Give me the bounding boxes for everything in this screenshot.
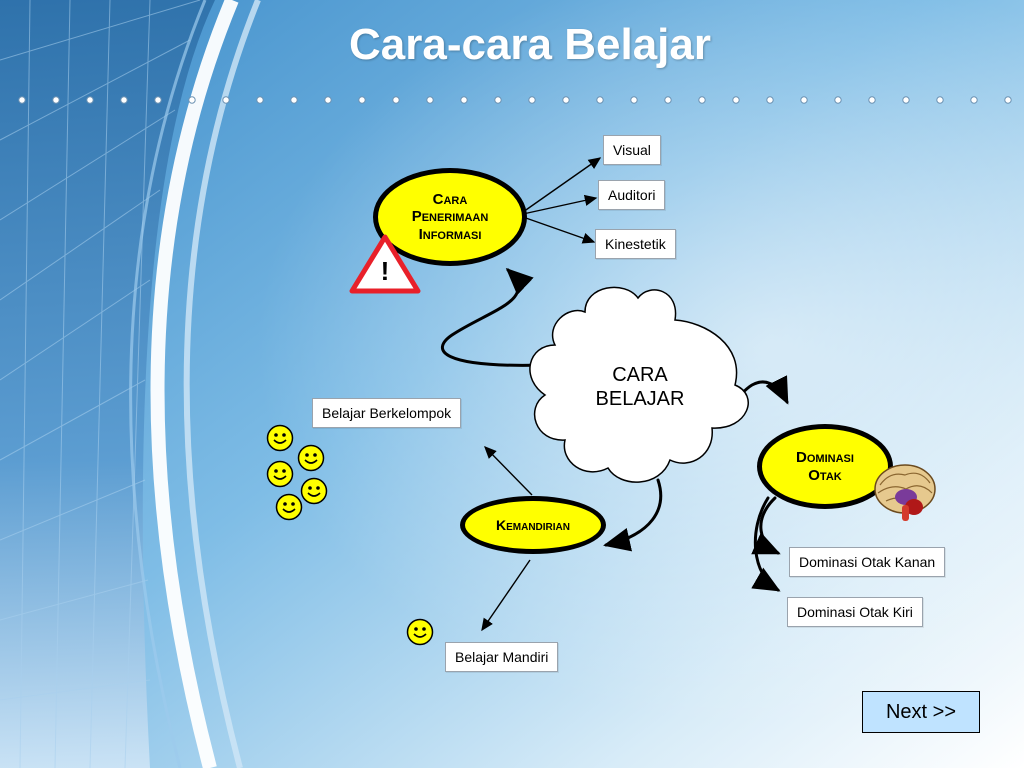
divider-dot: [732, 96, 740, 104]
divider-dot: [902, 96, 910, 104]
node-dominasi-otak-line1: Dominasi: [796, 449, 854, 467]
node-cara-penerimaan-informasi: Cara Penerimaan Informasi: [373, 168, 527, 266]
curve-to-cara-penerimaan: [441, 267, 547, 367]
node-kemandirian: Kemandirian: [460, 496, 606, 554]
slide-title: Cara-cara Belajar: [348, 20, 711, 69]
divider-dot: [324, 96, 332, 104]
divider-dot: [698, 96, 706, 104]
box-kinestetik: Kinestetik: [595, 229, 676, 259]
node-kemandirian-label: Kemandirian: [496, 516, 570, 533]
curve-to-dominasi-otak-kanan: [751, 496, 781, 555]
smiley-icon: [406, 618, 434, 646]
divider-dot: [834, 96, 842, 104]
arrow-to-visual: [522, 157, 602, 213]
node-dominasi-otak-line2: Otak: [808, 466, 842, 484]
box-belajar-berkelompok: Belajar Berkelompok: [312, 398, 462, 428]
box-visual: Visual: [603, 135, 661, 165]
divider-dot: [664, 96, 672, 104]
arrow-to-kinestetik: [522, 216, 596, 244]
box-dominasi-otak-kanan: Dominasi Otak Kanan: [789, 547, 946, 577]
divider-dot: [562, 96, 570, 104]
curve-to-kemandirian: [603, 478, 663, 552]
arrow-to-auditori: [522, 194, 598, 215]
curve-to-dominasi-otak-kiri: [751, 496, 781, 592]
divider-dot: [222, 96, 230, 104]
warning-mark: !: [381, 256, 390, 286]
box-dominasi-otak-kiri: Dominasi Otak Kiri: [787, 597, 923, 627]
divider-dot: [290, 96, 298, 104]
divider-dot: [188, 96, 196, 104]
divider-dot: [630, 96, 638, 104]
divider-dot: [596, 96, 604, 104]
node-dominasi-otak: Dominasi Otak: [757, 424, 893, 509]
box-auditori: Auditori: [598, 180, 666, 210]
divider-dot: [358, 96, 366, 104]
cara-belajar-line1: CARA: [612, 364, 668, 386]
smiley-icon: [275, 493, 303, 521]
divider-dot: [970, 96, 978, 104]
smiley-icon: [266, 460, 294, 488]
divider-dot: [392, 96, 400, 104]
title-divider: [18, 96, 1012, 104]
divider-dot: [120, 96, 128, 104]
node-cara-penerimaan-line3: Informasi: [418, 225, 482, 243]
arrow-to-belajar-berkelompok: [484, 445, 533, 496]
next-button[interactable]: Next >>: [862, 691, 980, 733]
box-belajar-mandiri: Belajar Mandiri: [445, 642, 559, 672]
divider-dot: [800, 96, 808, 104]
divider-dot: [52, 96, 60, 104]
divider-dot: [868, 96, 876, 104]
divider-dot: [936, 96, 944, 104]
node-cara-penerimaan-line2: Penerimaan: [411, 208, 489, 226]
divider-dot: [426, 96, 434, 104]
divider-dot: [18, 96, 26, 104]
divider-dot: [460, 96, 468, 104]
smiley-icon: [297, 444, 325, 472]
divider-dot: [494, 96, 502, 104]
brain-icon: [874, 464, 936, 521]
divider-dot: [86, 96, 94, 104]
node-cara-penerimaan-line1: Cara: [432, 191, 468, 209]
arrow-to-belajar-mandiri: [481, 559, 531, 632]
smiley-icon: [266, 424, 294, 452]
divider-dot: [766, 96, 774, 104]
divider-dot: [256, 96, 264, 104]
cara-belajar-label: CARA BELAJAR: [570, 363, 710, 411]
divider-dot: [528, 96, 536, 104]
cara-belajar-line2: BELAJAR: [595, 388, 685, 410]
divider-dot: [1004, 96, 1012, 104]
smiley-icon: [300, 477, 328, 505]
divider-dot: [154, 96, 162, 104]
warning-icon: !: [349, 234, 421, 294]
